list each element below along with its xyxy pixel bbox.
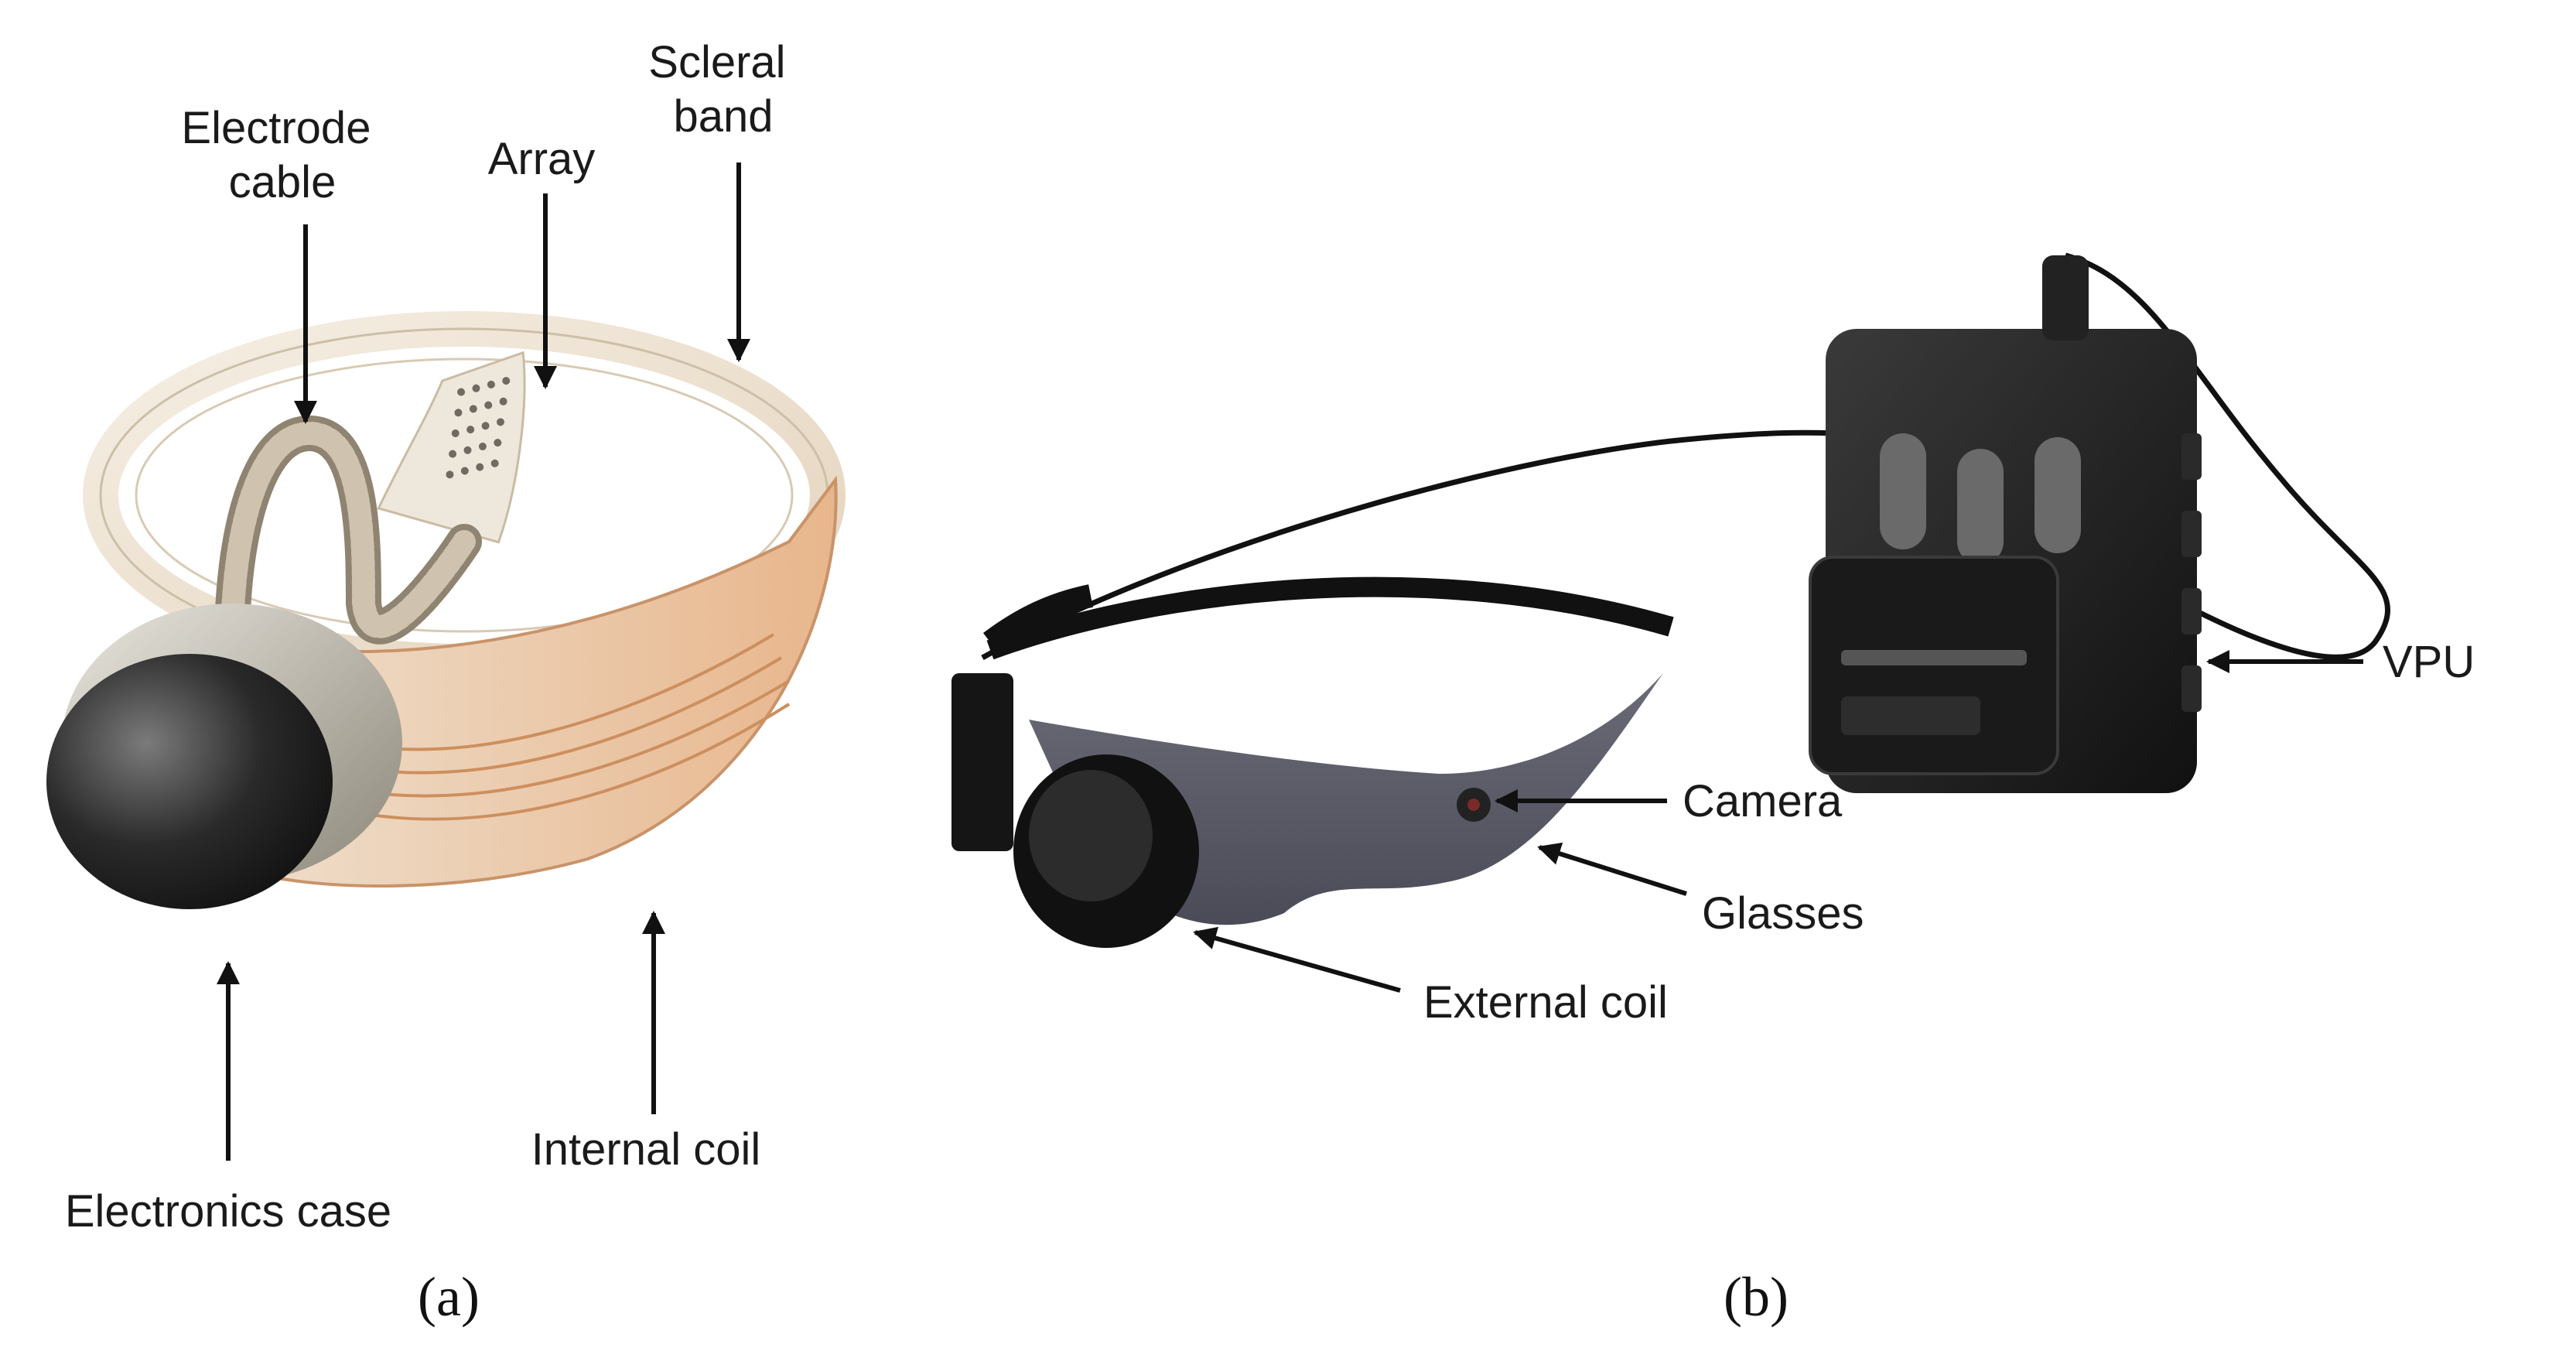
label-vpu: VPU	[2383, 637, 2475, 687]
implant-illustration	[46, 311, 846, 909]
label-internal-coil: Internal coil	[531, 1124, 761, 1175]
electrode-array	[377, 351, 526, 544]
connecting-cable	[981, 429, 1842, 661]
label-electronics-case: Electronics case	[65, 1186, 391, 1237]
label-electrode-cable: Electrode cable	[181, 103, 383, 207]
caption-a: (a)	[418, 1266, 480, 1328]
electronics-case	[46, 654, 333, 909]
arrow-external-coil	[1193, 926, 1401, 993]
caption-b: (b)	[1724, 1266, 1789, 1328]
label-external-coil: External coil	[1423, 977, 1668, 1028]
arrow-glasses	[1537, 842, 1687, 896]
label-camera: Camera	[1683, 776, 1843, 826]
label-scleral-band: Scleral band	[648, 37, 798, 142]
external-system-photo	[951, 252, 2391, 948]
label-glasses: Glasses	[1702, 888, 1864, 939]
label-array: Array	[488, 134, 596, 184]
vpu-device	[1809, 255, 2202, 793]
